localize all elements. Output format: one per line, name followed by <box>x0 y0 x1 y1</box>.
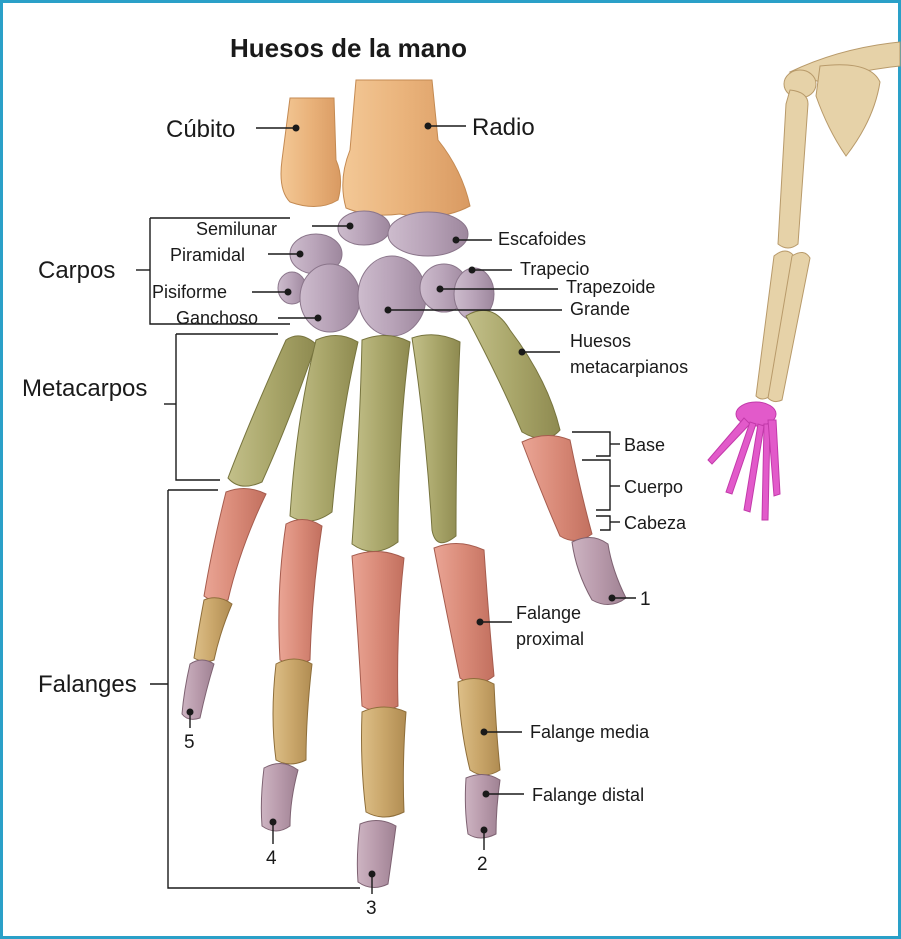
carpal-bones <box>278 211 494 336</box>
label-trapezoide: Trapezoide <box>566 277 655 297</box>
label-cubito: Cúbito <box>166 116 235 143</box>
finger-number-1: 1 <box>640 589 651 610</box>
label-ganchoso: Ganchoso <box>176 308 258 328</box>
label-falange-proximal-line2: proximal <box>516 629 584 649</box>
diagram-title: Huesos de la mano <box>230 33 467 63</box>
label-escafoides: Escafoides <box>498 229 586 249</box>
label-metacarpos: Metacarpos <box>22 375 147 402</box>
arm-skeleton-thumbnail <box>708 42 900 520</box>
label-falanges: Falanges <box>38 671 137 698</box>
label-falange-distal: Falange distal <box>532 785 644 805</box>
finger-number-3: 3 <box>366 898 377 919</box>
label-grande: Grande <box>570 299 630 319</box>
label-cabeza: Cabeza <box>624 513 687 533</box>
label-pisiforme: Pisiforme <box>152 282 227 302</box>
metacarpal-bones <box>228 310 560 551</box>
radius-bone <box>343 80 470 217</box>
label-falange-proximal-line1: Falange <box>516 603 581 623</box>
label-carpos: Carpos <box>38 257 115 284</box>
label-radio: Radio <box>472 114 535 141</box>
label-huesos-metacarpianos-line1: Huesos <box>570 331 631 351</box>
finger-number-4: 4 <box>266 848 277 869</box>
label-semilunar: Semilunar <box>196 219 277 239</box>
label-base: Base <box>624 435 665 455</box>
ulna-bone <box>281 98 341 207</box>
label-piramidal: Piramidal <box>170 245 245 265</box>
label-huesos-metacarpianos-line2: metacarpianos <box>570 357 688 377</box>
finger-number-5: 5 <box>184 732 195 753</box>
label-falange-media: Falange media <box>530 722 650 742</box>
label-cuerpo: Cuerpo <box>624 477 683 497</box>
finger-number-2: 2 <box>477 854 488 875</box>
label-trapecio: Trapecio <box>520 259 589 279</box>
